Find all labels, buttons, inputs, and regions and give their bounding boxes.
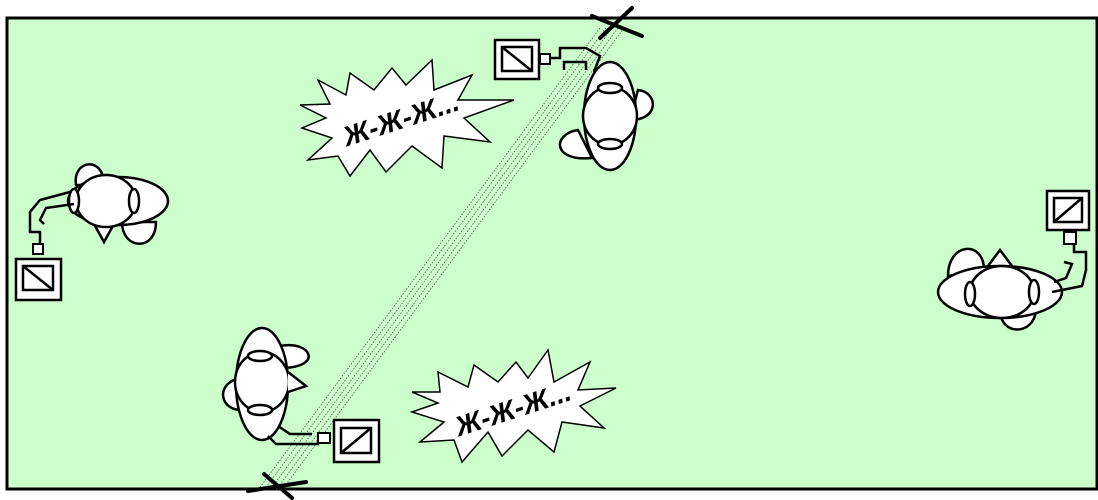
diagram-canvas: Ж-Ж-Ж... Ж-Ж-Ж... — [0, 0, 1098, 500]
